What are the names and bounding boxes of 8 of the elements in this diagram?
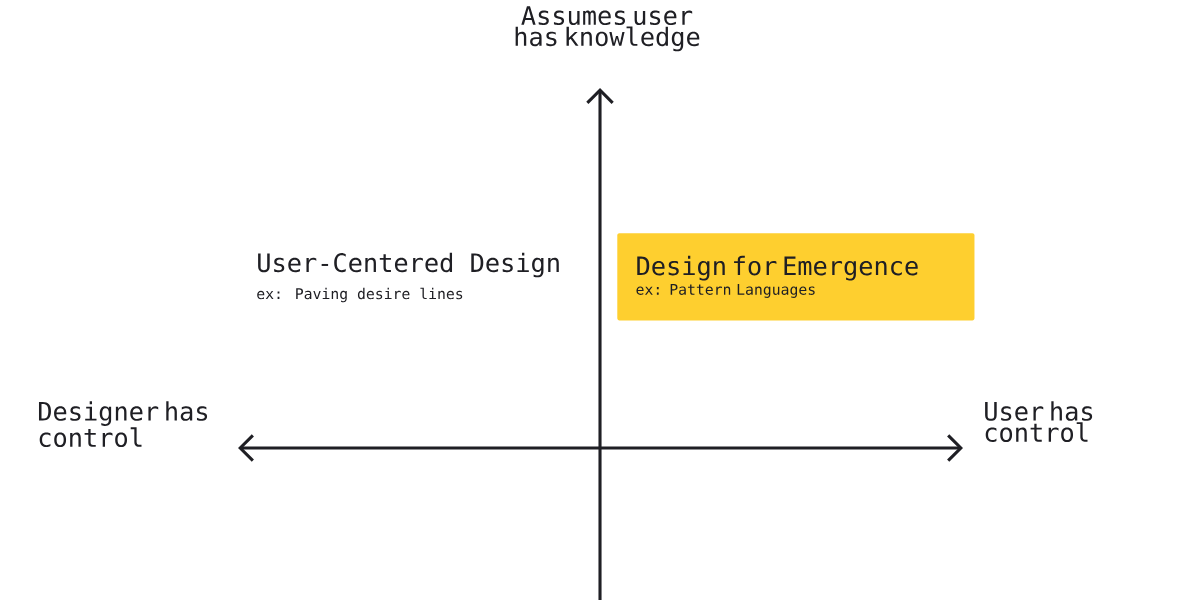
highlight-box [617,233,975,321]
axis-label: User has control [985,401,1093,442]
quadrant-example: ex: Pattern Languages [636,284,815,298]
quadrant-title: Design for Emergence [637,255,918,281]
axis-label: Assumes user has knowledge [515,6,700,52]
quadrant-example: ex: Paving desire lines [257,287,463,303]
quadrant-title: User-Centered Design [258,252,559,278]
axis-label: Designer has control [39,401,208,448]
